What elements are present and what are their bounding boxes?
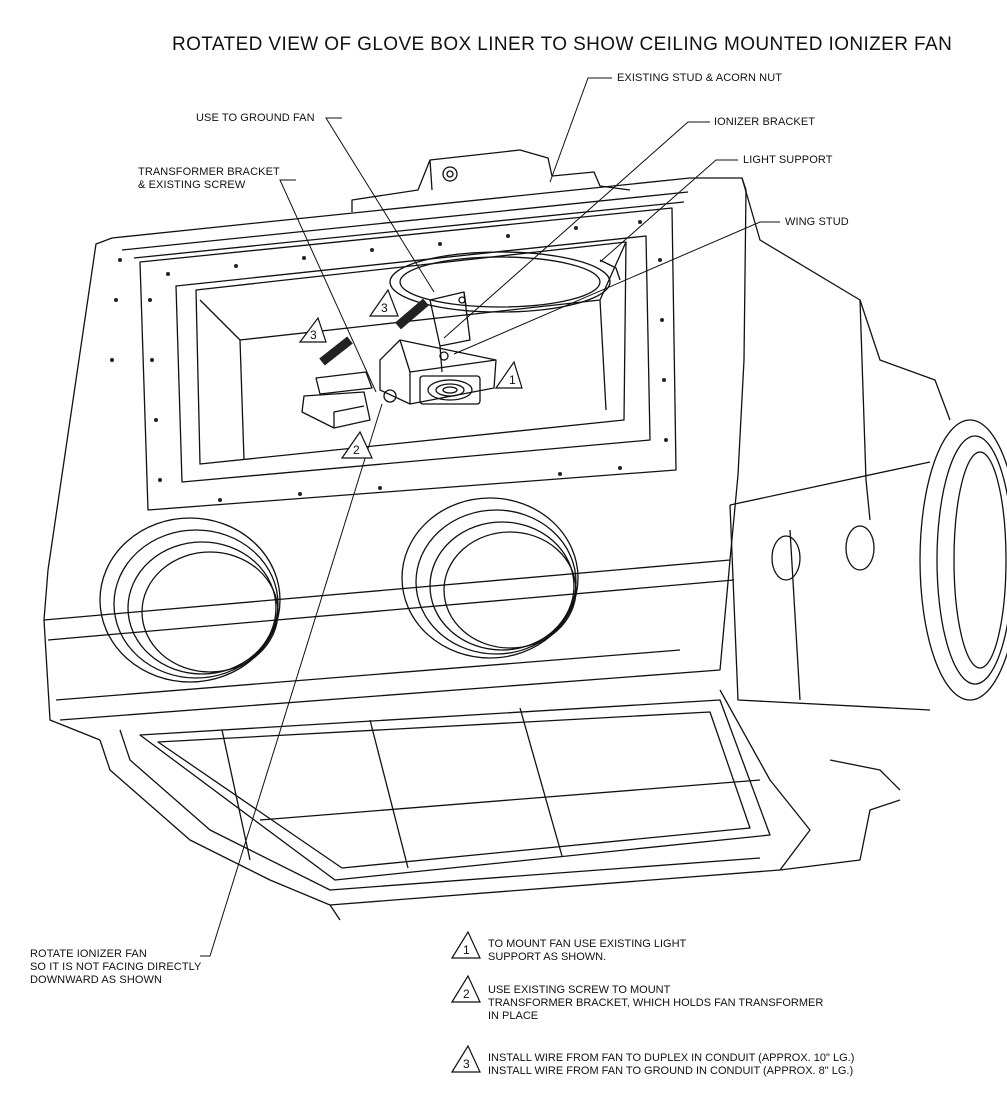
callout-rotate-line2: SO IT IS NOT FACING DIRECTLY bbox=[30, 961, 202, 973]
callout-rotate-line1: ROTATE IONIZER FAN bbox=[30, 948, 147, 960]
callout-rotate-line3: DOWNWARD AS SHOWN bbox=[30, 974, 163, 986]
note-1: TO MOUNT FAN USE EXISTING LIGHT SUPPORT … bbox=[488, 938, 686, 964]
callout-transformer-line1: TRANSFORMER BRACKET bbox=[138, 166, 280, 178]
note-3-triangle bbox=[450, 1044, 481, 1073]
note-2-triangle bbox=[450, 974, 481, 1003]
note-3: INSTALL WIRE FROM FAN TO DUPLEX IN CONDU… bbox=[488, 1052, 854, 1078]
note-3-number: 3 bbox=[463, 1057, 470, 1071]
box-top-edge bbox=[43, 177, 951, 621]
bottom-tray bbox=[99, 689, 901, 921]
note-2-line1: USE EXISTING SCREW TO MOUNT bbox=[488, 984, 671, 996]
marker-2 bbox=[340, 430, 373, 459]
callout-ionizer-bracket: IONIZER BRACKET bbox=[714, 116, 816, 128]
box-side-panel bbox=[729, 419, 1007, 711]
callout-wing-stud: WING STUD bbox=[785, 216, 849, 228]
marker-3a bbox=[368, 288, 399, 317]
box-front-body bbox=[43, 474, 739, 741]
marker-1 bbox=[494, 360, 523, 389]
top-mounting-plate bbox=[351, 149, 631, 212]
marker-2-number: 2 bbox=[353, 443, 360, 457]
note-3-line1: INSTALL WIRE FROM FAN TO DUPLEX IN CONDU… bbox=[488, 1052, 855, 1064]
callout-transformer-bracket: TRANSFORMER BRACKET & EXISTING SCREW bbox=[138, 166, 280, 192]
marker-3a-number: 3 bbox=[381, 301, 388, 315]
note-2-number: 2 bbox=[463, 987, 470, 1001]
drawing-title: ROTATED VIEW OF GLOVE BOX LINER TO SHOW … bbox=[172, 34, 953, 55]
transformer-bracket bbox=[301, 371, 397, 429]
marker-3b-number: 3 bbox=[310, 328, 317, 342]
note-1-triangle bbox=[450, 930, 481, 959]
note-2: USE EXISTING SCREW TO MOUNT TRANSFORMER … bbox=[488, 984, 823, 1023]
callout-light-support: LIGHT SUPPORT bbox=[743, 154, 833, 166]
note-2-line3: IN PLACE bbox=[488, 1010, 539, 1022]
note-1-number: 1 bbox=[463, 943, 470, 957]
note-1-line2: SUPPORT AS SHOWN. bbox=[488, 951, 607, 963]
note-1-line1: TO MOUNT FAN USE EXISTING LIGHT bbox=[488, 938, 687, 950]
glove-port-left bbox=[99, 517, 281, 683]
callout-existing-stud: EXISTING STUD & ACORN NUT bbox=[617, 72, 783, 84]
ionizer-fan-housing bbox=[379, 339, 497, 405]
callout-ground-fan: USE TO GROUND FAN bbox=[196, 112, 315, 124]
callout-rotate-fan: ROTATE IONIZER FAN SO IT IS NOT FACING D… bbox=[30, 948, 202, 987]
frame-screws bbox=[110, 220, 668, 502]
marker-1-number: 1 bbox=[509, 373, 516, 387]
threaded-studs bbox=[319, 298, 429, 366]
note-2-line2: TRANSFORMER BRACKET, WHICH HOLDS FAN TRA… bbox=[488, 997, 824, 1009]
marker-3b bbox=[298, 316, 327, 343]
ceiling-ring bbox=[389, 251, 621, 313]
leader-lines bbox=[200, 77, 780, 957]
glove-port-right bbox=[401, 497, 579, 659]
window-frame bbox=[139, 207, 677, 511]
callout-transformer-line2: & EXISTING SCREW bbox=[138, 179, 246, 191]
note-3-line2: INSTALL WIRE FROM FAN TO GROUND IN CONDU… bbox=[488, 1065, 854, 1077]
